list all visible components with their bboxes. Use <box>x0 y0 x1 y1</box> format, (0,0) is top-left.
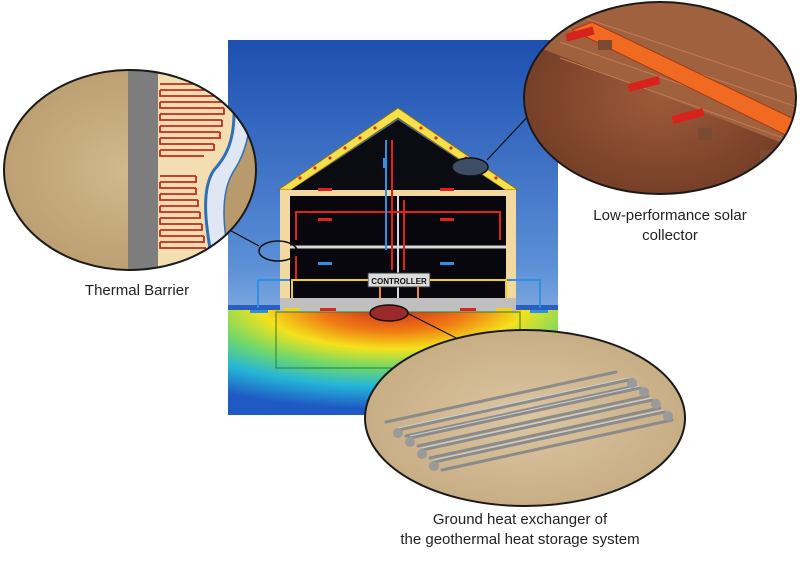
ground-exchanger-marker <box>369 304 409 322</box>
collector-header-pipe <box>570 21 796 143</box>
pipe-coils <box>384 370 674 472</box>
roof-insulation <box>298 126 498 180</box>
foundation-slab <box>280 298 516 312</box>
slab-red-outlets <box>320 308 476 311</box>
ground-exchanger-label-line1: Ground heat exchanger of <box>432 511 608 528</box>
thermal-barrier-marker <box>258 240 298 262</box>
hot-air-arrows <box>318 188 454 221</box>
thermal-barrier-label: Thermal Barrier <box>84 282 190 299</box>
solar-collector-label-line2: collector <box>642 227 698 244</box>
controller-label: CONTROLLER <box>371 277 427 286</box>
cold-outlet-right <box>530 310 548 313</box>
ground-exchanger-label-line2: the geothermal heat storage system <box>400 531 640 548</box>
cold-outlet-left <box>250 310 268 313</box>
hot-pipes <box>295 140 501 280</box>
pipe-highlights <box>397 377 665 461</box>
ground-exchanger-caption: Ground heat exchanger of the geothermal … <box>380 510 660 550</box>
wall-concrete <box>128 70 158 270</box>
ground-exchanger-callout <box>364 329 686 507</box>
solar-collector-callout <box>523 1 797 195</box>
pipe-bends <box>393 378 673 471</box>
cold-air-arrows <box>318 158 454 265</box>
solar-collector-marker <box>451 157 489 177</box>
thermal-barrier-callout <box>3 69 257 271</box>
attic <box>291 120 505 190</box>
slab-outlets <box>284 308 512 311</box>
ground-exchanger-rim <box>364 329 686 507</box>
embedded-tubes <box>159 83 227 249</box>
solar-collector-rim <box>523 1 797 195</box>
solar-collector-caption: Low-performance solar collector <box>570 206 770 246</box>
solar-collector-label-line1: Low-performance solar <box>593 207 747 224</box>
thermal-barrier-caption: Thermal Barrier <box>52 281 222 301</box>
collector-tubes <box>565 26 705 125</box>
thermal-barrier-rim <box>3 69 257 271</box>
